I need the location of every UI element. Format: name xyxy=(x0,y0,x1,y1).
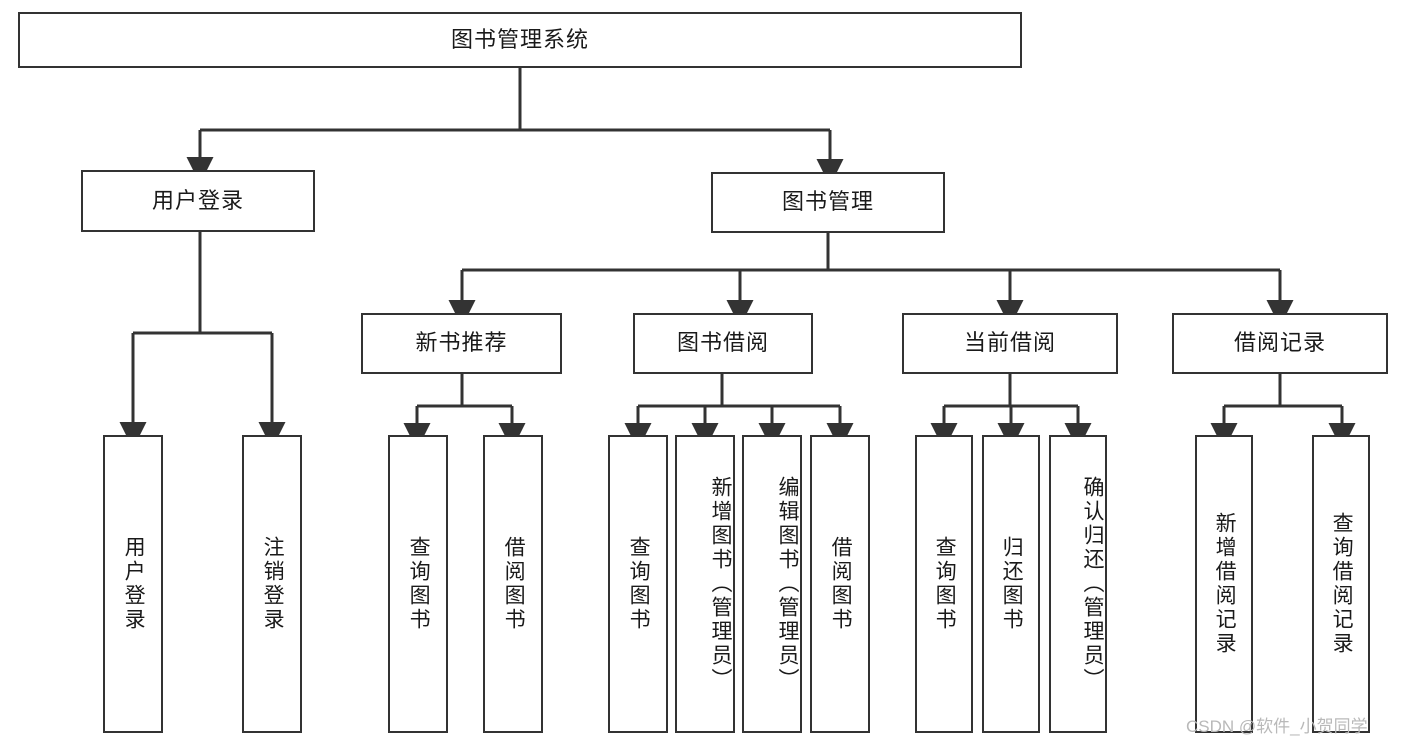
node-leaf-user-login[interactable]: 用户登录 xyxy=(103,435,163,733)
node-current-borrow[interactable]: 当前借阅 xyxy=(902,313,1118,374)
node-leaf-edit-book-admin-label: 编辑图书（管理员） xyxy=(776,476,799,692)
node-leaf-add-borrow-record-label: 新增借阅记录 xyxy=(1213,512,1237,656)
node-borrow-record-label: 借阅记录 xyxy=(1233,330,1326,356)
node-new-book-recommend-label: 新书推荐 xyxy=(415,330,508,356)
node-leaf-borrow-book-2-label: 借阅图书 xyxy=(829,536,853,632)
node-leaf-query-book-2[interactable]: 查询图书 xyxy=(608,435,668,733)
node-leaf-add-borrow-record[interactable]: 新增借阅记录 xyxy=(1195,435,1253,733)
node-user-login-label: 用户登录 xyxy=(151,187,244,213)
node-leaf-edit-book-admin[interactable]: 编辑图书（管理员） xyxy=(742,435,802,733)
node-leaf-borrow-book-2[interactable]: 借阅图书 xyxy=(810,435,870,733)
node-user-login[interactable]: 用户登录 xyxy=(81,170,315,232)
node-new-book-recommend[interactable]: 新书推荐 xyxy=(361,313,562,374)
node-leaf-query-book-3-label: 查询图书 xyxy=(933,536,957,632)
node-book-manage[interactable]: 图书管理 xyxy=(711,172,945,233)
node-leaf-query-borrow-record[interactable]: 查询借阅记录 xyxy=(1312,435,1370,733)
node-leaf-user-login-label: 用户登录 xyxy=(122,536,146,632)
node-leaf-user-logout[interactable]: 注销登录 xyxy=(242,435,302,733)
node-current-borrow-label: 当前借阅 xyxy=(963,330,1056,356)
node-leaf-query-book-1[interactable]: 查询图书 xyxy=(388,435,448,733)
node-leaf-borrow-book-1-label: 借阅图书 xyxy=(502,536,526,632)
node-leaf-user-logout-label: 注销登录 xyxy=(261,536,285,632)
node-leaf-query-book-3[interactable]: 查询图书 xyxy=(915,435,973,733)
node-leaf-confirm-return-admin[interactable]: 确认归还（管理员） xyxy=(1049,435,1107,733)
node-leaf-query-book-1-label: 查询图书 xyxy=(407,536,431,632)
node-leaf-return-book[interactable]: 归还图书 xyxy=(982,435,1040,733)
node-leaf-add-book-admin-label: 新增图书（管理员） xyxy=(709,476,732,692)
node-root[interactable]: 图书管理系统 xyxy=(18,12,1022,68)
node-book-borrow-label: 图书借阅 xyxy=(676,330,769,356)
node-borrow-record[interactable]: 借阅记录 xyxy=(1172,313,1388,374)
csdn-watermark: CSDN @软件_小贺同学 xyxy=(1186,717,1368,736)
node-leaf-return-book-label: 归还图书 xyxy=(1000,536,1024,632)
node-leaf-borrow-book-1[interactable]: 借阅图书 xyxy=(483,435,543,733)
node-leaf-confirm-return-admin-label: 确认归还（管理员） xyxy=(1081,476,1104,692)
node-leaf-query-book-2-label: 查询图书 xyxy=(627,536,651,632)
node-book-borrow[interactable]: 图书借阅 xyxy=(633,313,813,374)
node-book-manage-label: 图书管理 xyxy=(781,189,874,215)
node-leaf-add-book-admin[interactable]: 新增图书（管理员） xyxy=(675,435,735,733)
node-leaf-query-borrow-record-label: 查询借阅记录 xyxy=(1330,512,1354,656)
node-root-label: 图书管理系统 xyxy=(450,26,589,52)
